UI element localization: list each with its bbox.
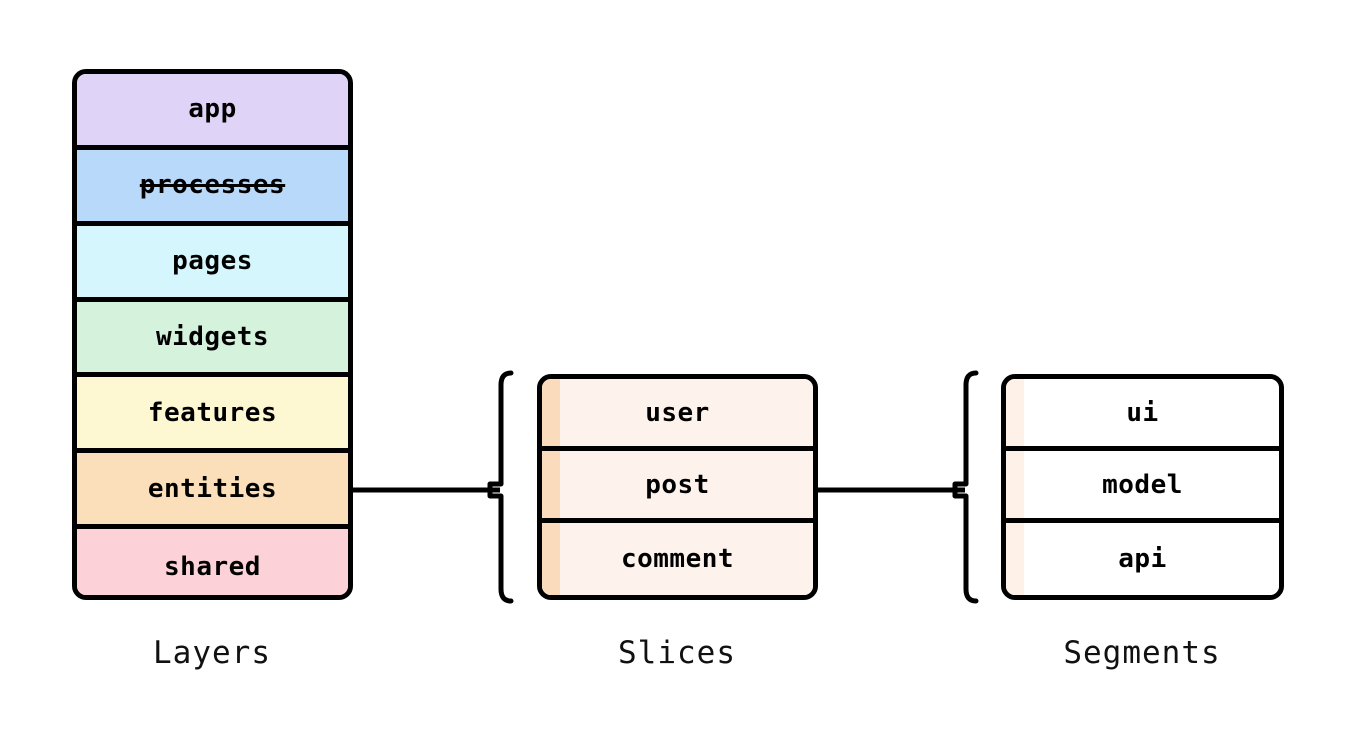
bracket-segments — [952, 370, 979, 604]
slice-accent-stripe — [542, 379, 560, 446]
layer-label-widgets: widgets — [155, 321, 270, 352]
layer-label-features: features — [147, 397, 278, 428]
slice-band-comment[interactable]: comment — [542, 523, 813, 595]
layer-band-entities[interactable]: entities — [77, 453, 348, 530]
layer-band-processes[interactable]: processes — [77, 149, 348, 226]
layer-label-shared: shared — [164, 551, 261, 582]
segment-label-ui: ui — [1126, 397, 1159, 428]
segment-band-model[interactable]: model — [1006, 451, 1279, 523]
slice-label-comment: comment — [620, 544, 735, 574]
slice-accent-stripe — [542, 523, 560, 595]
layer-label-app: app — [188, 94, 237, 125]
slices-stack: user post comment — [537, 374, 818, 600]
segment-label-api: api — [1118, 544, 1167, 574]
layer-band-widgets[interactable]: widgets — [77, 301, 348, 378]
caption-layers: Layers — [153, 635, 271, 671]
slice-band-user[interactable]: user — [542, 379, 813, 451]
caption-slices: Slices — [618, 635, 736, 671]
segment-accent-stripe — [1006, 523, 1024, 595]
slice-band-post[interactable]: post — [542, 451, 813, 523]
segment-accent-stripe — [1006, 379, 1024, 446]
layer-label-entities: entities — [147, 473, 278, 504]
slice-accent-stripe — [542, 451, 560, 518]
layer-label-pages: pages — [172, 246, 253, 277]
layer-band-app[interactable]: app — [77, 74, 348, 150]
caption-segments: Segments — [1063, 635, 1221, 671]
segment-band-ui[interactable]: ui — [1006, 379, 1279, 451]
layer-band-features[interactable]: features — [77, 377, 348, 454]
segment-label-model: model — [1102, 469, 1183, 500]
slice-label-post: post — [645, 469, 710, 500]
layer-band-pages[interactable]: pages — [77, 225, 348, 302]
layers-stack: app processes pages widgets features ent… — [72, 69, 353, 600]
layer-label-processes: processes — [139, 170, 286, 201]
slice-label-user: user — [645, 397, 710, 428]
bracket-slices — [487, 370, 514, 604]
segment-band-api[interactable]: api — [1006, 523, 1279, 595]
segment-accent-stripe — [1006, 451, 1024, 518]
layer-band-shared[interactable]: shared — [77, 529, 348, 595]
segments-stack: ui model api — [1001, 374, 1284, 600]
